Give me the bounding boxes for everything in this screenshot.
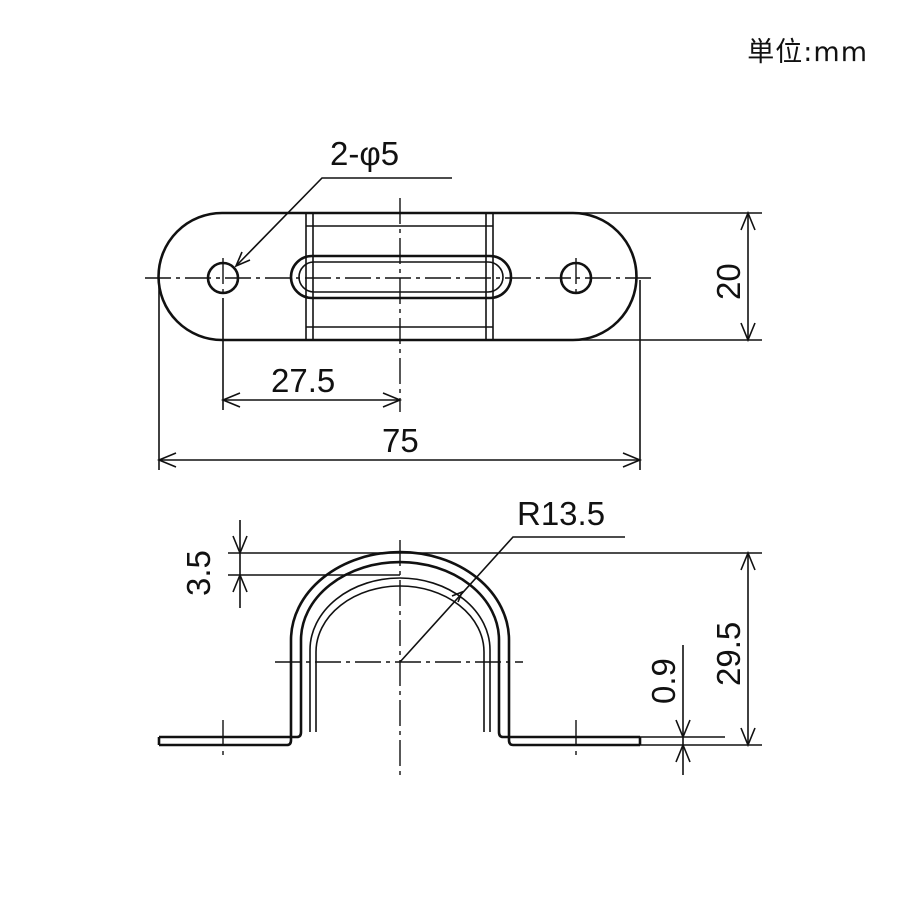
pitch-arrow-left xyxy=(220,392,241,408)
plate-thickness-arrow-bottom xyxy=(675,742,691,763)
front-view: R13.5 3.5 29.5 0.9 xyxy=(157,495,762,778)
radius-text: R13.5 xyxy=(517,495,605,532)
width-arrow-top xyxy=(740,210,756,231)
overall-length-text: 75 xyxy=(382,422,419,459)
bracket-outline xyxy=(157,211,638,342)
arc-thickness-arrow-bottom xyxy=(232,572,248,593)
pitch-arrow-right xyxy=(382,392,403,408)
top-view: 2-φ5 27.5 75 20 xyxy=(145,135,762,470)
plate-thickness-text: 0.9 xyxy=(645,658,682,704)
radius-leader-arrow xyxy=(451,590,464,603)
height-text: 29.5 xyxy=(710,622,747,686)
height-arrow-bottom xyxy=(740,727,756,748)
radius-leader-line xyxy=(399,536,625,663)
hole-pitch-text: 27.5 xyxy=(271,362,335,399)
hole-leader-line xyxy=(235,177,452,267)
hole-callout-text: 2-φ5 xyxy=(330,135,399,172)
width-text: 20 xyxy=(710,263,747,300)
hole-leader-arrow xyxy=(234,251,251,268)
center-slot xyxy=(289,254,513,300)
unit-label: 単位:mm xyxy=(747,37,868,68)
arc-thickness-arrow-top xyxy=(232,535,248,556)
strap-inner-surface xyxy=(309,577,491,732)
arc-thickness-text: 3.5 xyxy=(180,550,217,596)
center-slot-inner xyxy=(298,261,504,293)
length-arrow-right xyxy=(622,452,643,468)
height-arrow-top xyxy=(740,550,756,571)
length-arrow-left xyxy=(156,452,177,468)
width-arrow-bottom xyxy=(740,322,756,343)
plate-thickness-arrow-top xyxy=(675,719,691,740)
